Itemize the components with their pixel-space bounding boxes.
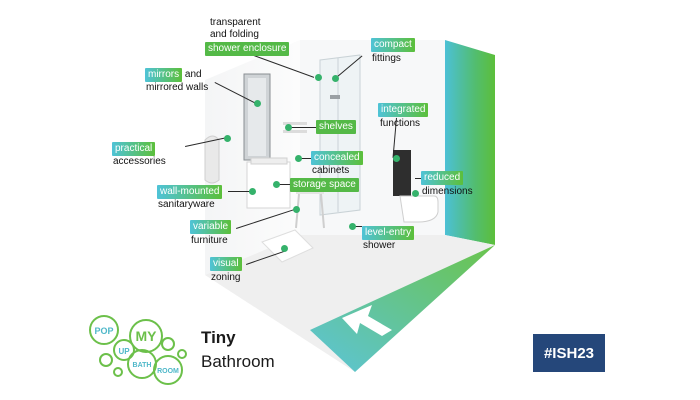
label-fittings: fittings xyxy=(372,53,401,64)
logo-up: UP xyxy=(118,347,130,356)
right-wall-band xyxy=(445,40,495,245)
sink-cabinet xyxy=(246,161,291,209)
towel xyxy=(204,135,220,184)
label-mirrors: mirrors xyxy=(145,68,183,82)
label-shower: shower xyxy=(363,240,396,251)
shelf xyxy=(283,122,307,125)
label-visual: visual xyxy=(210,257,242,271)
logo-room: ROOM xyxy=(157,368,179,375)
label-sanitaryware: sanitaryware xyxy=(158,199,215,210)
title-bathroom: Bathroom xyxy=(201,352,275,371)
label-concealed: concealed xyxy=(311,151,363,165)
label-variable: variable xyxy=(190,220,232,234)
label-dimensions: dimensions xyxy=(422,186,473,197)
wc-module xyxy=(393,150,411,196)
label-shower-enclosure-pre: transparent and folding xyxy=(210,17,261,40)
entry-arrow-icon xyxy=(342,305,392,336)
label-shower-enclosure: shower enclosure xyxy=(205,42,290,56)
title-tiny: Tiny xyxy=(201,328,236,347)
logo-my: MY xyxy=(136,328,158,344)
label-compact: compact xyxy=(371,38,415,52)
label-storage-space: storage space xyxy=(290,178,359,192)
label-zoning: zoning xyxy=(211,272,241,283)
label-reduced: reduced xyxy=(421,171,464,185)
shower-head xyxy=(330,95,340,99)
label-mirrors-and: and xyxy=(182,69,202,80)
pop-up-my-bathroom-logo: POP UP MY BATH ROOM xyxy=(89,315,187,385)
label-integrated: integrated xyxy=(378,103,429,117)
label-level-entry: level-entry xyxy=(362,226,415,240)
ish23-badge: #ISH23 xyxy=(533,334,605,372)
label-functions: functions xyxy=(380,118,421,129)
floor xyxy=(205,235,495,372)
stool xyxy=(296,190,324,194)
floor-edge-band xyxy=(310,245,495,372)
logo-bath: BATH xyxy=(133,362,152,369)
label-wall-mounted: wall-mounted xyxy=(157,185,223,199)
label-furniture: furniture xyxy=(191,235,228,246)
wall-toilet xyxy=(399,195,439,223)
label-accessories: accessories xyxy=(113,156,166,167)
label-cabinets: cabinets xyxy=(312,165,350,176)
logo-pop: POP xyxy=(94,326,113,336)
label-practical: practical xyxy=(112,142,156,156)
label-shelves: shelves xyxy=(316,120,356,134)
label-mirrored-walls: mirrored walls xyxy=(146,82,209,93)
